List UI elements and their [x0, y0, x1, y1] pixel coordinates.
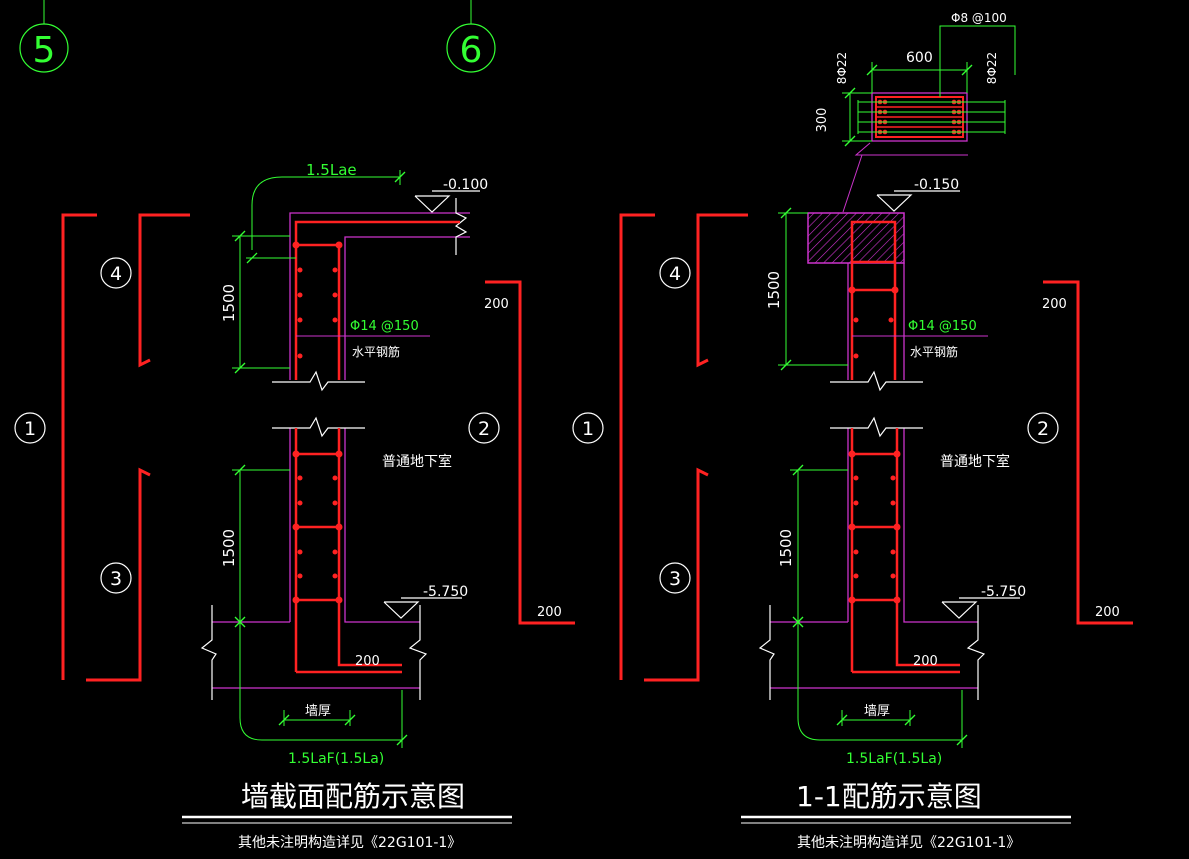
left-bar-note: 水平钢筋	[352, 344, 400, 359]
left-right-dim-bottom: 200	[537, 605, 562, 620]
grid-axis-5: 5	[19, 0, 69, 73]
right-elevation-markers	[876, 190, 1020, 619]
beam-top-bars: 8Φ22	[835, 52, 849, 84]
beam-bottom-bars: 8Φ22	[985, 52, 999, 84]
left-footing-anchor: 1.5LaF(1.5La)	[288, 751, 384, 767]
axis-6-label: 6	[460, 30, 483, 71]
grid-axis-6: 6	[446, 0, 496, 73]
left-dim-ticks	[234, 171, 408, 746]
left-vertical-dim-bottom: 1500	[220, 529, 238, 567]
right-break-lines	[758, 370, 986, 700]
left-bottom-elevation: -5.750	[423, 584, 468, 600]
left-wall-detail: 1 2 3 4	[14, 161, 575, 851]
beam-depth: 300	[815, 108, 830, 133]
right-rebar	[850, 220, 960, 674]
right-dimensions	[778, 212, 963, 748]
right-right-dim-bottom: 200	[1095, 605, 1120, 620]
left-zone-circles: 1 2 3 4	[14, 257, 500, 594]
left-zone-4: 4	[110, 263, 122, 285]
left-elevation-markers	[383, 190, 480, 619]
left-room-note: 普通地下室	[382, 453, 452, 470]
left-zone-2: 2	[478, 418, 490, 440]
left-bar-spec: Φ14 @150	[350, 319, 419, 334]
right-zone-4: 4	[669, 263, 681, 285]
axis-5-label: 5	[33, 30, 56, 71]
left-vertical-dim-top: 1500	[220, 284, 238, 322]
right-dim-ticks	[780, 207, 968, 746]
right-zone-3: 3	[669, 568, 681, 590]
right-bar-spec: Φ14 @150	[908, 319, 977, 334]
beam-hatch-block	[807, 212, 905, 264]
left-right-dim-top: 200	[484, 297, 509, 312]
left-break-lines	[200, 198, 468, 700]
right-top-elevation: -0.150	[914, 177, 959, 193]
right-wall-detail: 1 2 3 4	[572, 11, 1133, 851]
beam-stirrup: Φ8 @100	[951, 11, 1007, 25]
right-room-note: 普通地下室	[940, 453, 1010, 470]
left-rebar-dots	[292, 241, 343, 604]
left-top-elevation: -0.100	[443, 177, 488, 193]
left-wall-thickness: 墙厚	[305, 704, 331, 719]
right-wall-outline	[770, 263, 978, 689]
beam-width: 600	[906, 50, 933, 66]
right-rebar-dots	[848, 286, 901, 604]
beam-section: Φ8 @100 600 300 8Φ22 8Φ22	[815, 11, 1016, 213]
right-vertical-dim-top: 1500	[765, 271, 783, 309]
left-anchor-label: 1.5Lae	[306, 161, 357, 179]
right-foot-dim: 200	[913, 654, 938, 669]
left-note: 其他未注明构造详见《22G101-1》	[238, 835, 461, 851]
right-note: 其他未注明构造详见《22G101-1》	[797, 835, 1020, 851]
left-title: 墙截面配筋示意图	[241, 780, 465, 813]
right-title: 1-1配筋示意图	[796, 780, 982, 813]
right-footing-anchor: 1.5LaF(1.5La)	[846, 751, 942, 767]
right-vertical-dim-bottom: 1500	[777, 529, 795, 567]
right-bar-note: 水平钢筋	[910, 344, 958, 359]
left-dimensions	[232, 170, 403, 748]
right-zone-circles: 1 2 3 4	[572, 257, 1059, 594]
left-zone-1: 1	[24, 418, 36, 440]
left-zone-3: 3	[110, 568, 122, 590]
left-zone-brackets	[61, 213, 575, 682]
right-zone-brackets	[619, 213, 1133, 682]
right-right-dim-top: 200	[1042, 297, 1067, 312]
left-rebar	[294, 220, 460, 674]
left-foot-dim: 200	[355, 654, 380, 669]
right-zone-1: 1	[582, 418, 594, 440]
right-wall-thickness: 墙厚	[864, 704, 890, 719]
right-zone-2: 2	[1037, 418, 1049, 440]
right-bottom-elevation: -5.750	[981, 584, 1026, 600]
left-wall-outline	[212, 212, 470, 689]
